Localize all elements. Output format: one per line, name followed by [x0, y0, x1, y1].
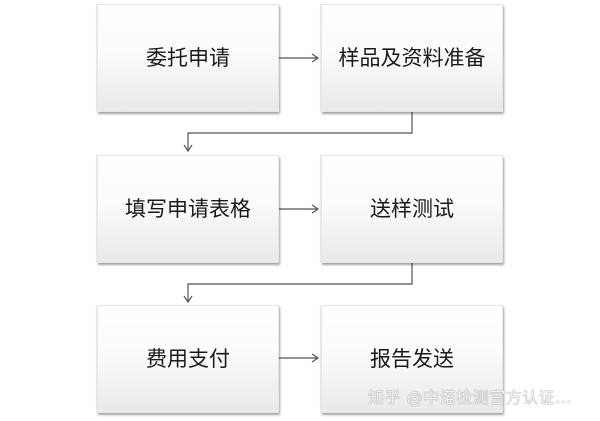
step-box-send-sample-testing: 送样测试	[321, 155, 503, 263]
step-label: 填写申请表格	[125, 197, 251, 221]
step-label: 报告发送	[370, 347, 454, 371]
arrow-step5-to-step6	[279, 353, 320, 363]
step-label: 样品及资料准备	[338, 46, 486, 70]
arrow-step4-to-step5	[183, 263, 413, 304]
step-box-fee-payment: 费用支付	[97, 305, 279, 413]
arrow-step1-to-step2	[279, 53, 320, 63]
step-box-sample-preparation: 样品及资料准备	[321, 4, 503, 112]
arrow-step2-to-step3	[183, 112, 413, 153]
arrow-step3-to-step4	[279, 204, 320, 214]
step-label: 委托申请	[146, 46, 230, 70]
step-box-fill-application-form: 填写申请表格	[97, 155, 279, 263]
step-label: 费用支付	[146, 347, 230, 371]
watermark-text: 知乎 @中诺检测官方认证...	[368, 388, 572, 407]
step-box-report-delivery: 报告发送	[321, 305, 503, 413]
step-label: 送样测试	[370, 197, 454, 221]
step-box-entrust-application: 委托申请	[97, 4, 279, 112]
